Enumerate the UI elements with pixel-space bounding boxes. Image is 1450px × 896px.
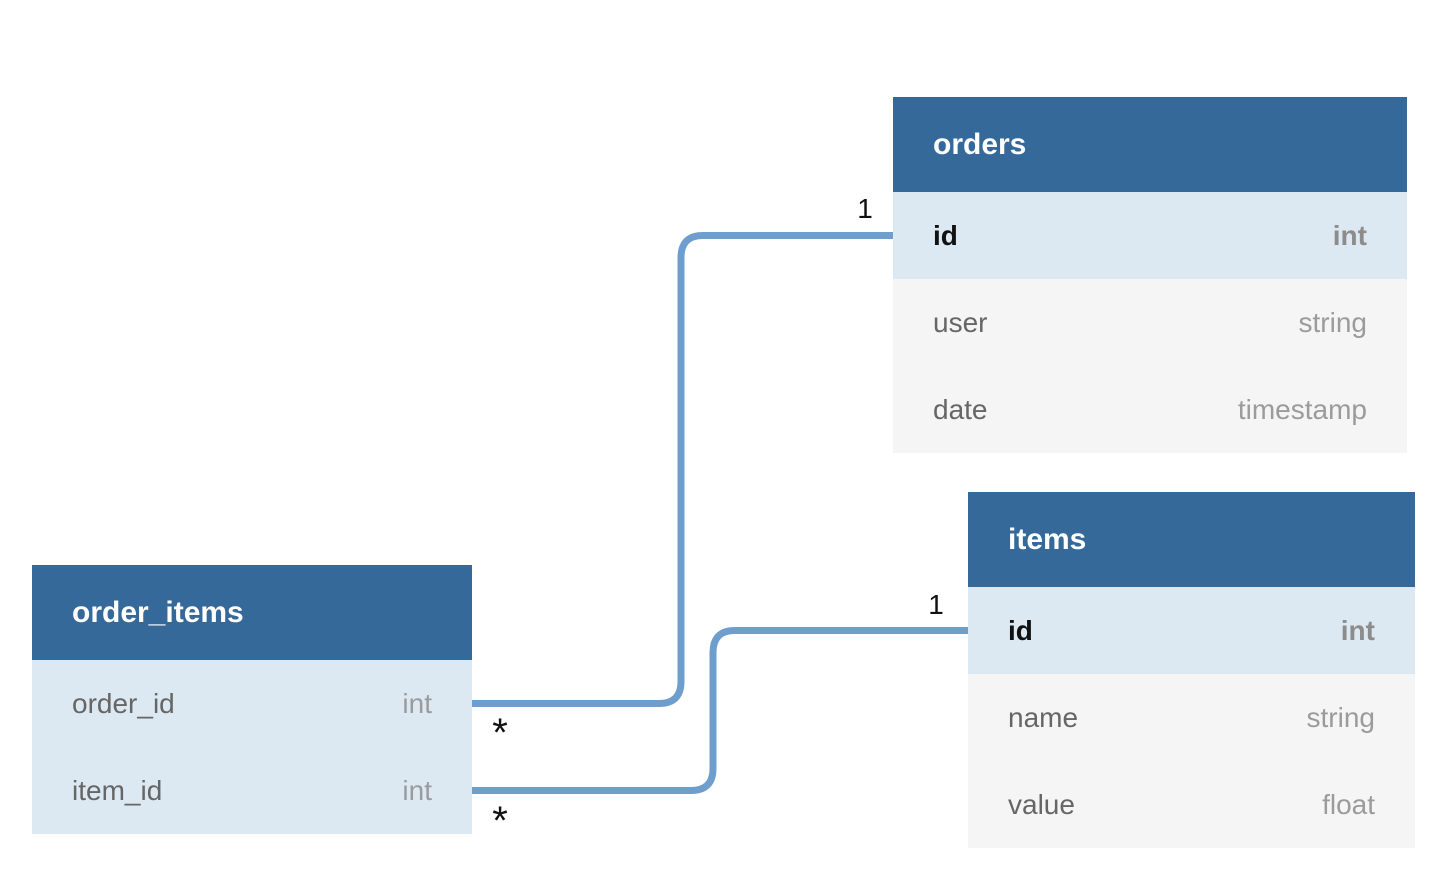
column-name: name [1008, 701, 1079, 733]
entity-orders-header: orders [893, 97, 1407, 192]
column-name: date [933, 393, 988, 425]
cardinality-one-orders: 1 [857, 193, 873, 224]
table-row: name string [968, 674, 1415, 761]
entity-title: orders [933, 127, 1027, 161]
cardinality-many-item-id: * [492, 799, 508, 843]
entity-orders: orders id int user string date timestamp [893, 97, 1407, 453]
column-name: id [933, 219, 958, 251]
table-row: order_id int [32, 660, 472, 747]
column-type: int [1340, 614, 1375, 646]
table-row: id int [893, 192, 1407, 279]
table-row: id int [968, 587, 1415, 674]
cardinality-many-order-id: * [492, 711, 508, 755]
entity-title: order_items [72, 595, 244, 629]
edge-orders-to-order-items [472, 232, 893, 707]
table-row: value float [968, 761, 1415, 848]
column-name: id [1008, 614, 1033, 646]
table-row: item_id int [32, 747, 472, 834]
entity-order-items-header: order_items [32, 565, 472, 660]
entity-title: items [1008, 522, 1087, 556]
table-row: date timestamp [893, 366, 1407, 453]
column-name: order_id [72, 687, 175, 719]
column-type: int [402, 687, 432, 719]
entity-order-items: order_items order_id int item_id int [32, 565, 472, 834]
column-type: string [1306, 701, 1375, 733]
column-type: int [1332, 219, 1367, 251]
column-type: float [1322, 788, 1375, 820]
column-type: int [402, 774, 432, 806]
table-row: user string [893, 279, 1407, 366]
column-name: item_id [72, 774, 163, 806]
entity-items-header: items [968, 492, 1415, 587]
column-type: string [1298, 306, 1367, 338]
column-type: timestamp [1237, 393, 1367, 425]
edge-items-to-order-items [472, 627, 968, 794]
column-name: user [933, 306, 988, 338]
column-name: value [1008, 788, 1075, 820]
cardinality-one-items: 1 [928, 589, 944, 620]
entity-items: items id int name string value float [968, 492, 1415, 848]
